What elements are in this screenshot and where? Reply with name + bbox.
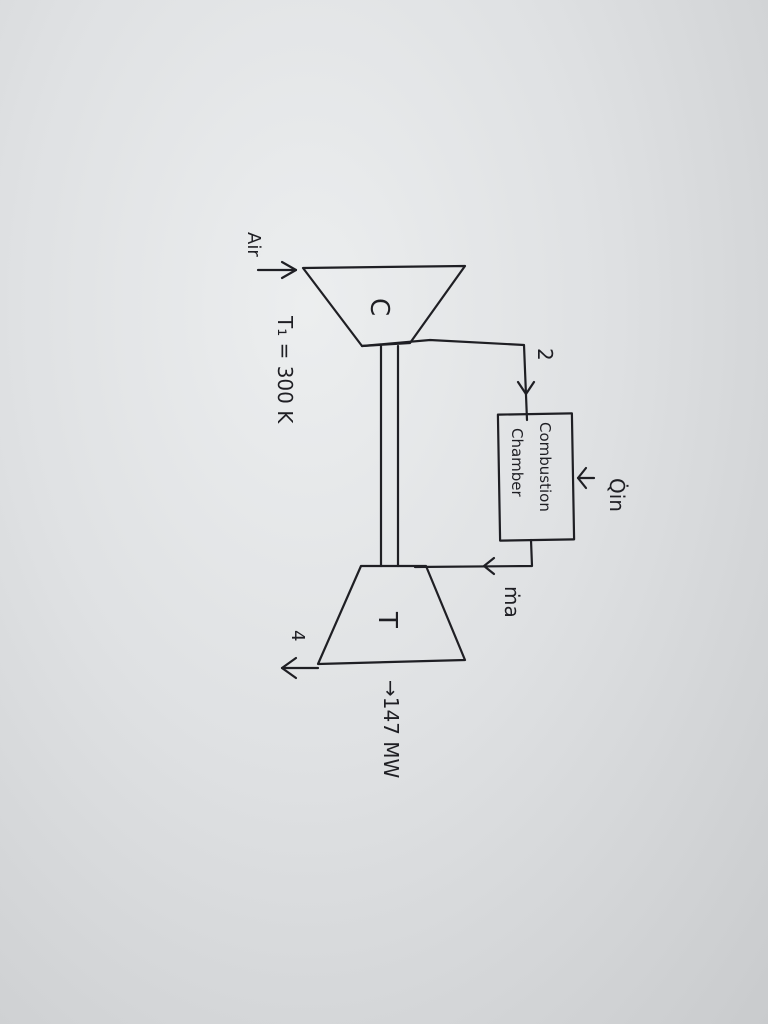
- compressor-label: C: [364, 298, 394, 316]
- mass-flow-arrow: [482, 556, 496, 576]
- combustion-chamber: [496, 412, 576, 542]
- t1-label: T₁ = 300 K: [273, 315, 297, 424]
- air-label: Air: [243, 232, 264, 257]
- compressor: [301, 264, 467, 348]
- turbine: [316, 564, 467, 666]
- air-inlet-arrow: [256, 260, 298, 280]
- state2-arrow: [516, 380, 536, 396]
- turbine-label: T: [372, 611, 402, 628]
- state4-label: 4: [287, 630, 308, 641]
- combustion-label-line1: Combustion: [536, 422, 554, 512]
- combustion-label-line2: Chamber: [508, 428, 526, 498]
- mass-flow-label: ṁa: [500, 586, 524, 618]
- combustion-exit-pipe: [413, 538, 534, 569]
- power-output-label: →147 MW: [379, 680, 403, 779]
- compressor-exit-pipe: [360, 338, 529, 422]
- heat-input-arrow: [576, 466, 596, 490]
- shaft: [379, 344, 400, 568]
- exhaust-arrow: [280, 656, 320, 680]
- q-in-label: Q̇in: [605, 478, 629, 512]
- state2-label: 2: [533, 348, 557, 361]
